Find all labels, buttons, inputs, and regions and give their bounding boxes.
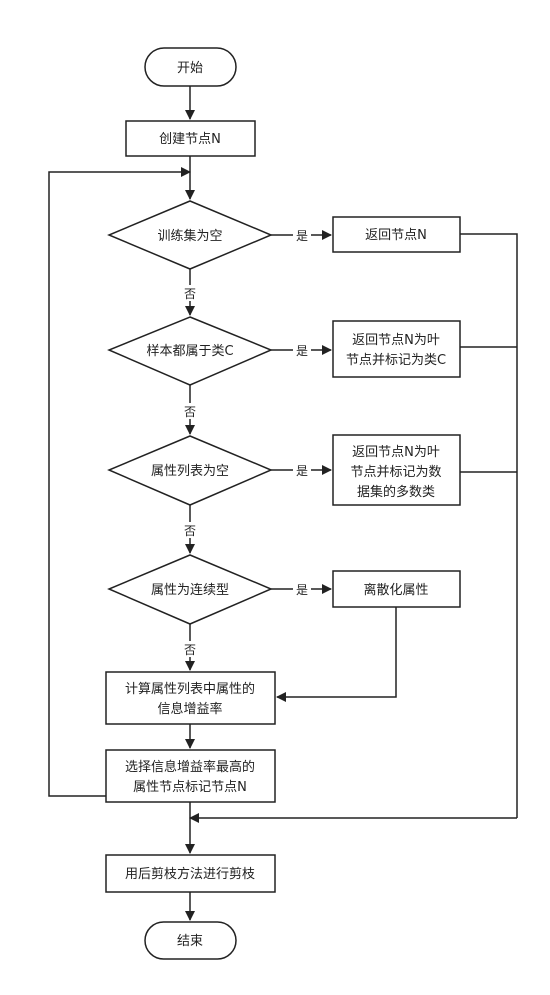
decision-2-label: 样本都属于类C — [146, 344, 233, 359]
no-label-1: 否 — [184, 287, 196, 301]
start-label: 开始 — [177, 61, 203, 76]
decision-1-label: 训练集为空 — [157, 228, 222, 244]
result-2-line-1: 返回节点N为叶 — [352, 333, 440, 348]
yes-label-2: 是 — [296, 344, 308, 358]
nodes: 开始 创建节点N 训练集为空 返回节点N 样本都属于类C 返回节点N为叶 节点并… — [105, 47, 461, 960]
result-discretize: 离散化属性 — [332, 570, 461, 608]
yes-label-1: 是 — [296, 229, 308, 243]
result-2-line-2: 节点并标记为类C — [346, 353, 446, 368]
decision-same-class: 样本都属于类C — [107, 316, 273, 386]
result-3-line-2: 节点并标记为数 — [350, 465, 441, 480]
yes-label-4: 是 — [296, 583, 308, 597]
end-node: 结束 — [144, 921, 237, 960]
result-leaf-class-c: 返回节点N为叶 节点并标记为类C — [332, 320, 461, 378]
calc-line-1: 计算属性列表中属性的 — [125, 681, 255, 697]
calc-line-2: 信息增益率 — [157, 701, 222, 717]
result-3-line-1: 返回节点N为叶 — [352, 445, 440, 460]
result-leaf-majority: 返回节点N为叶 节点并标记为数 据集的多数类 — [332, 434, 461, 506]
select-best-attribute-box: 选择信息增益率最高的 属性节点标记节点N — [105, 749, 276, 803]
edges — [48, 86, 518, 921]
calc-gain-ratio-box: 计算属性列表中属性的 信息增益率 — [105, 671, 276, 725]
decision-4-label: 属性为连续型 — [151, 582, 229, 598]
decision-attribute-list-empty: 属性列表为空 — [107, 435, 273, 506]
result-return-node: 返回节点N — [332, 216, 461, 253]
create-node-box: 创建节点N — [125, 120, 256, 157]
no-label-3: 否 — [184, 524, 196, 538]
prune-box: 用后剪枝方法进行剪枝 — [105, 854, 276, 893]
edge-labels: 是 是 是 是 否 否 否 否 — [181, 227, 311, 657]
decision-training-set-empty: 训练集为空 — [107, 200, 273, 270]
prune-label: 用后剪枝方法进行剪枝 — [125, 866, 255, 882]
edge-r4-calc — [276, 607, 397, 702]
decision-continuous-attribute: 属性为连续型 — [107, 554, 273, 625]
result-3-line-3: 据集的多数类 — [357, 484, 435, 500]
no-label-4: 否 — [184, 643, 196, 657]
start-node: 开始 — [144, 47, 237, 87]
select-line-2: 属性节点标记节点N — [133, 780, 247, 795]
edge-select-loop — [48, 167, 191, 797]
result-1-label: 返回节点N — [365, 228, 427, 243]
select-line-1: 选择信息增益率最高的 — [125, 759, 255, 775]
create-node-label: 创建节点N — [159, 132, 221, 147]
result-4-label: 离散化属性 — [363, 582, 428, 598]
no-label-2: 否 — [184, 405, 196, 419]
decision-3-label: 属性列表为空 — [151, 464, 229, 479]
end-label: 结束 — [177, 934, 203, 949]
edge-r1-merge — [460, 233, 518, 818]
yes-label-3: 是 — [296, 464, 308, 478]
